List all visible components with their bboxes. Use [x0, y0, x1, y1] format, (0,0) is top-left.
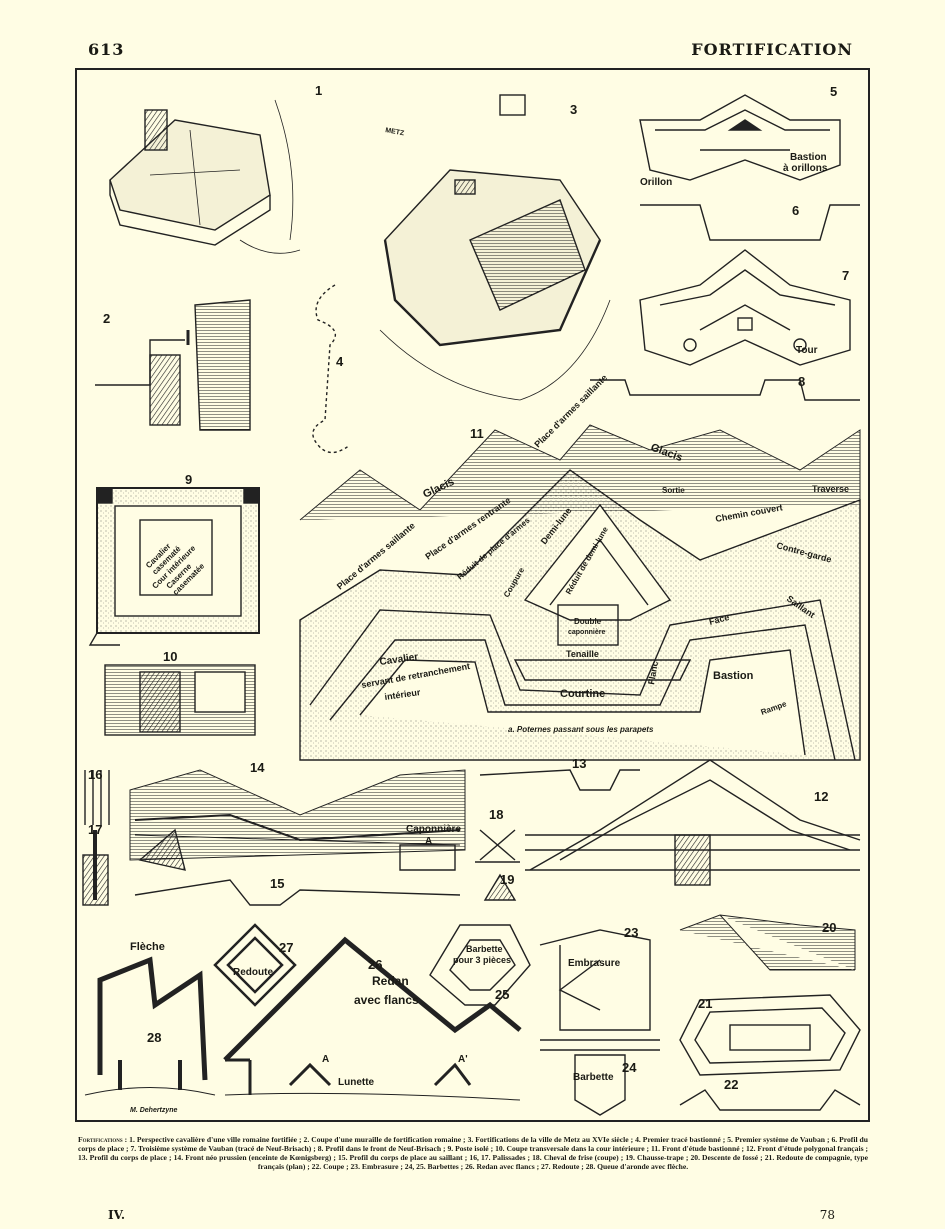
label-a-14: A	[425, 836, 432, 847]
figure-27-drawing	[213, 923, 297, 1007]
figure-number: 2	[103, 311, 110, 326]
figure-18-drawing	[475, 829, 520, 863]
caption-lead: Fortifications	[78, 1135, 123, 1144]
label-bastion: Bastion	[790, 152, 827, 163]
label-flanc: Flanc	[646, 660, 660, 685]
label-barbette-25: Barbette	[466, 944, 503, 954]
figure-number: 17	[88, 822, 102, 837]
figure-number: 1	[315, 83, 322, 98]
label-courtine: Courtine	[560, 688, 605, 700]
volume-number: IV.	[108, 1208, 126, 1222]
figure-26-drawing	[223, 936, 522, 1101]
label-poternes-note: a. Poternes passant sous les parapets	[508, 725, 654, 734]
figure-number: 9	[185, 472, 192, 487]
page-number: 613	[88, 40, 125, 59]
plate-caption: Fortifications : 1. Perspective cavalièr…	[78, 1135, 868, 1171]
figure-13-drawing	[479, 769, 640, 791]
figure-1-drawing	[109, 99, 301, 254]
plate-frame	[75, 68, 870, 1122]
figure-23-24-drawing	[539, 929, 660, 1116]
label-pour-3-pieces: pour 3 pièces	[453, 955, 511, 965]
label-tour: Tour	[796, 345, 818, 356]
figure-3-drawing	[379, 94, 611, 401]
label-barbette-24: Barbette	[573, 1072, 614, 1083]
figure-19-drawing	[483, 873, 517, 901]
figure-22-drawing	[679, 1089, 861, 1111]
figure-4-drawing	[312, 284, 351, 454]
figure-number: 8	[798, 374, 805, 389]
figure-number: 19	[500, 872, 514, 887]
figure-number: 26	[368, 957, 382, 972]
figure-number: 11	[470, 426, 484, 441]
label-redoute: Redoute	[233, 967, 273, 978]
label-caponniere: caponnière	[568, 629, 605, 636]
figure-11-drawing	[299, 424, 861, 761]
figure-number: 21	[698, 996, 712, 1011]
fig3-inscription: METZ	[385, 127, 406, 137]
label-fleche: Flèche	[130, 941, 165, 953]
figure-number: 13	[572, 756, 586, 771]
label-embrasure: Embrasure	[568, 958, 621, 969]
figure-8-drawing	[590, 379, 860, 401]
figure-number: 5	[830, 84, 837, 99]
label-a-prime-26: A'	[458, 1054, 468, 1065]
figure-21-drawing	[679, 994, 861, 1076]
figure-number: 7	[842, 268, 849, 283]
label-cavalier-11: Cavalier	[379, 652, 419, 668]
label-caponniere-14: Caponnière	[406, 824, 461, 835]
figure-28-drawing	[84, 956, 216, 1096]
label-lunette: Lunette	[338, 1077, 375, 1088]
figure-20-drawing	[679, 914, 856, 971]
figure-9-drawing	[88, 487, 260, 646]
label-tenaille: Tenaille	[566, 649, 599, 659]
figure-number: 15	[270, 876, 284, 891]
sheet-number: 78	[819, 1208, 835, 1222]
figure-14-drawing	[129, 769, 466, 871]
label-traverse: Traverse	[812, 484, 849, 494]
figure-12-drawing	[525, 759, 861, 886]
figure-number: 14	[250, 760, 265, 775]
engraver-signature: M. Dehertzyne	[130, 1107, 178, 1114]
figure-number: 22	[724, 1077, 738, 1092]
figure-16-17-drawing	[82, 770, 110, 906]
running-title: FORTIFICATION	[691, 40, 853, 59]
figure-number: 16	[88, 767, 102, 782]
figure-7-drawing	[639, 249, 851, 366]
figure-number: 27	[279, 940, 293, 955]
figure-number: 12	[814, 789, 828, 804]
label-a-26: A	[322, 1054, 329, 1065]
figure-25-drawing	[429, 924, 531, 1006]
figure-number: 25	[495, 987, 509, 1002]
figure-number: 28	[147, 1030, 161, 1045]
caption-text: : 1. Perspective cavalière d'une ville r…	[78, 1135, 868, 1171]
label-double: Double	[574, 617, 602, 626]
label-avec-flancs: avec flancs	[354, 993, 419, 1007]
figure-6-drawing	[640, 204, 860, 241]
figure-number: 20	[822, 920, 836, 935]
figure-number: 23	[624, 925, 638, 940]
figure-15-drawing	[134, 879, 461, 906]
label-bastion-11: Bastion	[713, 670, 754, 682]
figure-number: 6	[792, 203, 799, 218]
label-sortie: Sortie	[662, 486, 685, 495]
figure-number: 24	[622, 1060, 637, 1075]
figure-10-drawing	[104, 664, 256, 736]
figure-5-drawing	[639, 94, 841, 181]
label-redan: Redan	[372, 974, 409, 988]
figure-2-drawing	[95, 299, 251, 431]
label-orillon: Orillon	[640, 177, 672, 188]
figure-number: 3	[570, 102, 577, 117]
label-a-orillons: à orillons	[783, 163, 828, 174]
figure-number: 10	[163, 649, 177, 664]
figure-number: 4	[336, 354, 344, 369]
figure-number: 18	[489, 807, 503, 822]
